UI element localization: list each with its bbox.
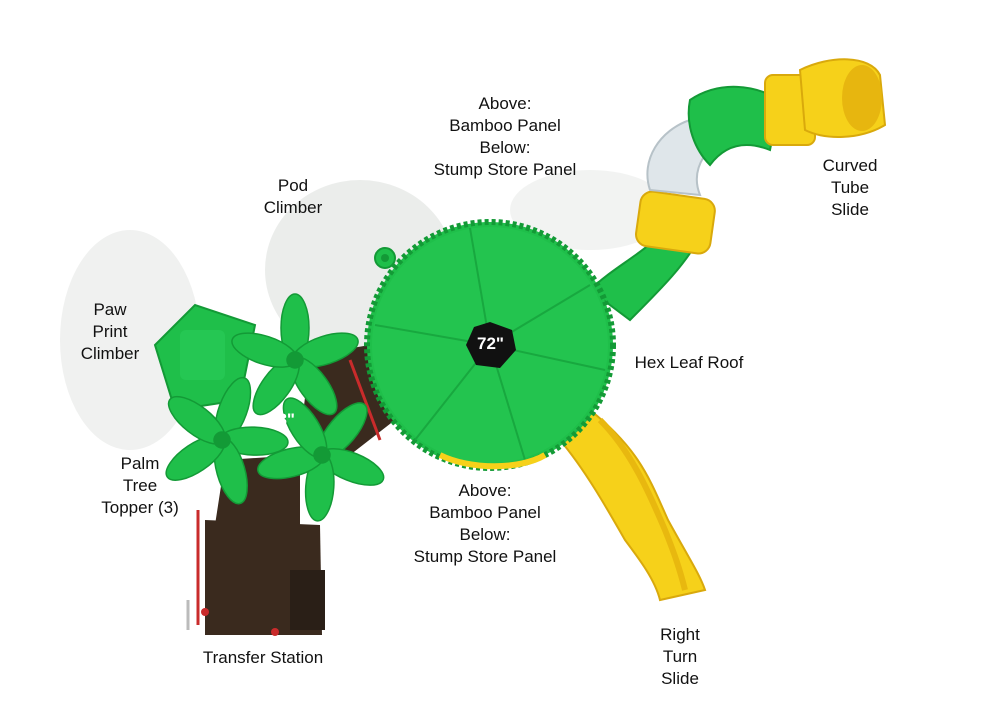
label-right-turn-slide: Right Turn Slide <box>645 624 715 690</box>
label-line: Above: <box>478 94 532 113</box>
pod-climber <box>374 247 396 269</box>
label-transfer-station: Transfer Station <box>188 647 338 669</box>
label-hex-leaf-roof: Hex Leaf Roof <box>624 352 754 374</box>
label-line: Climber <box>80 344 140 363</box>
label-line: Tube <box>830 178 870 197</box>
label-palm-tree-topper: Palm Tree Topper (3) <box>90 453 190 519</box>
label-line: Turn <box>662 647 698 666</box>
label-line: Transfer Station <box>202 648 324 667</box>
label-line: Right <box>660 625 700 644</box>
label-pod-climber: Pod Climber <box>248 175 338 219</box>
label-line: Hex Leaf Roof <box>634 353 744 372</box>
label-line: Pod <box>277 176 309 195</box>
label-above-bottom: Above: Bamboo Panel Below: Stump Store P… <box>400 480 570 568</box>
label-line: Climber <box>263 198 323 217</box>
label-line: Bamboo Panel <box>429 503 541 522</box>
ground-shadow <box>60 170 670 450</box>
label-line: Below: <box>479 138 531 157</box>
label-line: Stump Store Panel <box>413 547 557 566</box>
label-line: Above: <box>458 481 512 500</box>
label-above-top: Above: Bamboo Panel Below: Stump Store P… <box>420 93 590 181</box>
palm-deck-height: 48" <box>268 410 295 429</box>
label-line: Bamboo Panel <box>449 116 561 135</box>
label-line: Palm <box>120 454 160 473</box>
label-line: Below: <box>459 525 511 544</box>
label-line: Topper (3) <box>101 498 179 517</box>
label-line: Slide <box>661 669 699 688</box>
label-line: Paw <box>93 300 127 319</box>
label-line: Tree <box>122 476 158 495</box>
label-curved-tube-slide: Curved Tube Slide <box>815 155 885 221</box>
curved-tube-slide <box>588 58 887 322</box>
label-line: Stump Store Panel <box>433 160 577 179</box>
paw-print-climber <box>153 303 257 412</box>
palm-tree-topper <box>165 293 385 522</box>
hex-leaf-roof <box>364 219 616 471</box>
label-paw-print-climber: Paw Print Climber <box>72 299 148 365</box>
right-turn-slide <box>558 408 707 602</box>
label-line: Curved <box>822 156 878 175</box>
label-line: Slide <box>831 200 869 219</box>
roof-deck-height: 72" <box>477 334 504 353</box>
label-line: Print <box>92 322 128 341</box>
